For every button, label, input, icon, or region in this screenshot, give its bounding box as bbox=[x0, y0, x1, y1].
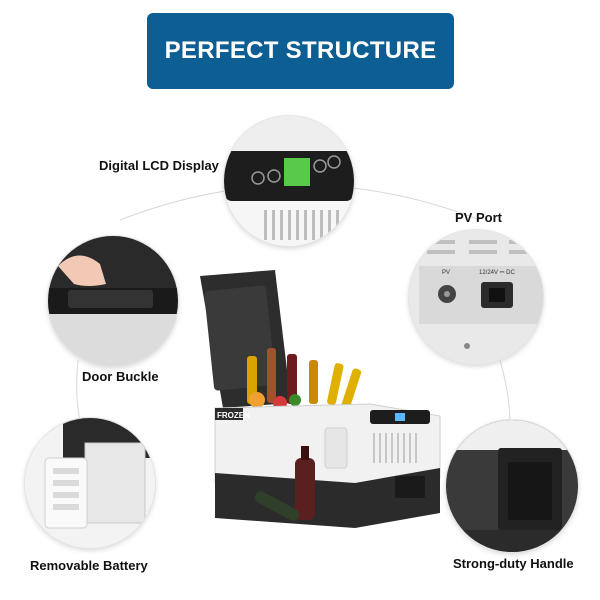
door-buckle-detail-circle bbox=[48, 236, 178, 366]
pv-port-text: PV bbox=[442, 270, 451, 276]
label-buckle: Door Buckle bbox=[82, 369, 159, 384]
battery-detail-circle bbox=[25, 418, 155, 548]
buckle-latch bbox=[68, 290, 153, 308]
label-battery: Removable Battery bbox=[30, 558, 148, 573]
lcd-plus-icon bbox=[327, 155, 341, 169]
fridge-product-image: FROZEN bbox=[200, 270, 441, 528]
dc-port-text: 12/24V ⎓ DC bbox=[479, 270, 515, 276]
battery-pack-icon bbox=[44, 457, 88, 529]
label-pv: PV Port bbox=[455, 210, 502, 225]
lcd-power-icon bbox=[251, 171, 265, 185]
label-lcd: Digital LCD Display bbox=[99, 158, 219, 173]
lcd-minus-icon bbox=[313, 159, 327, 173]
finger-icon bbox=[58, 255, 106, 286]
lcd-mode-icon bbox=[267, 169, 281, 183]
lcd-screen bbox=[284, 158, 310, 186]
lcd-detail-circle bbox=[224, 116, 354, 246]
bottle-icon bbox=[254, 446, 315, 521]
label-handle: Strong-duty Handle bbox=[453, 556, 574, 571]
title-banner: PERFECT STRUCTURE bbox=[147, 13, 454, 89]
pv-port-detail-circle: PV 12/24V ⎓ DC bbox=[409, 230, 543, 364]
drinks-icon bbox=[247, 348, 362, 410]
handle-detail-circle bbox=[446, 420, 578, 552]
page-title: PERFECT STRUCTURE bbox=[164, 37, 437, 64]
brand-mark: FROZEN bbox=[217, 411, 250, 420]
